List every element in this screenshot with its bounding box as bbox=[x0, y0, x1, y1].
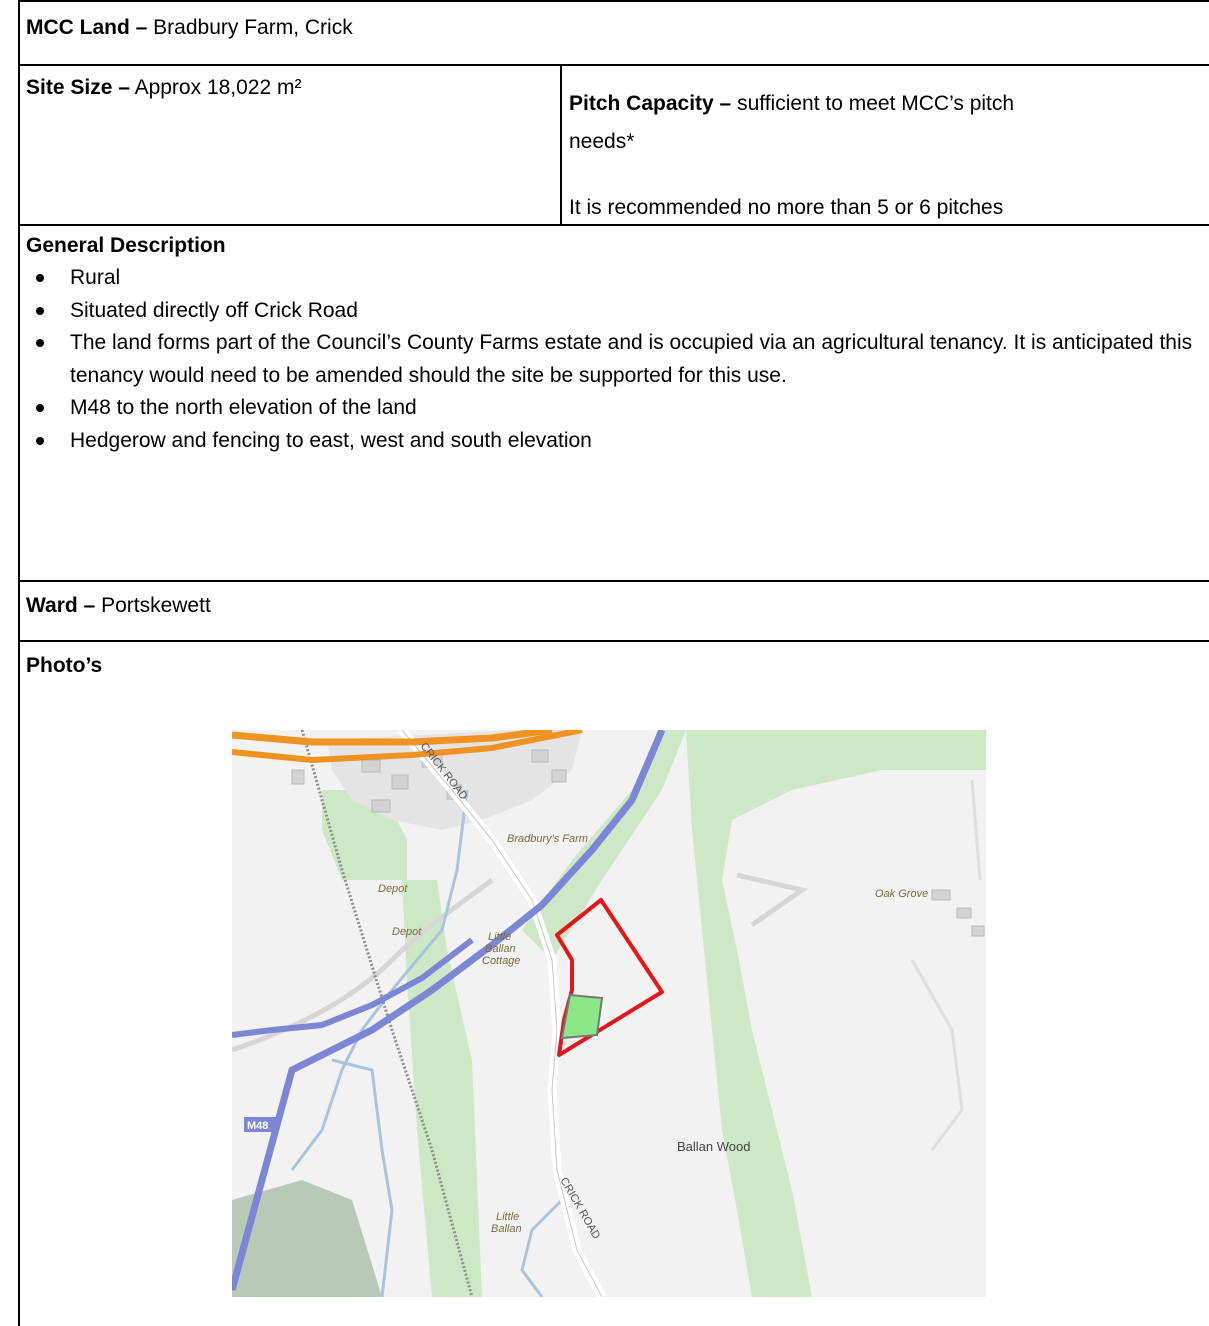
ward-value: Portskewett bbox=[95, 594, 211, 617]
map-label-motorway: M48 bbox=[247, 1120, 268, 1132]
list-item: Hedgerow and fencing to east, west and s… bbox=[36, 425, 1196, 458]
map-label-cottage-l2: Ballan bbox=[485, 943, 516, 955]
pitch-capacity-line2: needs* bbox=[569, 130, 635, 153]
list-item: M48 to the north elevation of the land bbox=[36, 392, 1196, 425]
building bbox=[956, 907, 972, 919]
map-label-farm: Bradbury's Farm bbox=[507, 833, 588, 845]
m48-shield bbox=[244, 1117, 278, 1132]
pitch-capacity-value: sufficient to meet MCC’s pitch bbox=[731, 92, 1015, 115]
building bbox=[361, 759, 381, 773]
map-label-little-ballan-l2: Ballan bbox=[491, 1223, 522, 1235]
row-divider-3 bbox=[18, 580, 1209, 582]
ward-label: Ward – bbox=[26, 594, 96, 617]
lane bbox=[910, 959, 964, 1151]
row-divider-2 bbox=[18, 224, 1209, 226]
woodland-area bbox=[232, 1180, 382, 1297]
building bbox=[371, 799, 391, 813]
site-title: MCC Land – Bradbury Farm, Crick bbox=[26, 14, 353, 42]
building bbox=[551, 769, 567, 783]
list-item: Situated directly off Crick Road bbox=[36, 295, 1196, 328]
map-label-depot1: Depot bbox=[378, 883, 408, 895]
railway bbox=[300, 730, 474, 1297]
map-label-ballan-wood: Ballan Wood bbox=[677, 1139, 750, 1154]
site-location-map: CRICK ROAD CRICK ROAD Bradbury's Farm De… bbox=[232, 730, 986, 1297]
list-item: The land forms part of the Council’s Cou… bbox=[36, 327, 1196, 392]
crick-road-edge bbox=[401, 730, 603, 1297]
stream bbox=[520, 1198, 564, 1297]
building bbox=[971, 925, 985, 937]
site-size: Site Size – Approx 18,022 m² bbox=[26, 74, 302, 102]
stream bbox=[290, 789, 469, 1171]
pitch-recommendation: It is recommended no more than 5 or 6 pi… bbox=[569, 196, 1004, 219]
site-title-label: MCC Land – bbox=[26, 16, 148, 39]
stream bbox=[331, 1058, 394, 1297]
lane bbox=[736, 872, 809, 928]
m48-motorway bbox=[232, 937, 474, 1038]
map-label-cottage-l3: Cottage bbox=[482, 955, 521, 967]
list-item: Rural bbox=[36, 262, 1196, 295]
orange-road bbox=[232, 730, 553, 746]
woodland-area bbox=[686, 730, 986, 1297]
lane bbox=[970, 779, 982, 881]
building bbox=[931, 889, 951, 901]
woodland-area bbox=[402, 880, 482, 1297]
row-divider-4 bbox=[18, 640, 1209, 642]
table-border-top bbox=[18, 0, 1209, 2]
site-size-label: Site Size – bbox=[26, 76, 130, 99]
woodland-area bbox=[522, 730, 686, 960]
ward: Ward – Portskewett bbox=[26, 592, 211, 620]
map-label-little-ballan-l1: Little bbox=[496, 1211, 519, 1223]
building bbox=[391, 774, 409, 790]
general-description-list: Rural Situated directly off Crick Road T… bbox=[36, 262, 1196, 457]
pitch-capacity-line1: Pitch Capacity – sufficient to meet MCC’… bbox=[569, 90, 1014, 118]
column-divider bbox=[560, 64, 562, 224]
map-label-oak-grove: Oak Grove bbox=[875, 888, 928, 900]
table-border-left bbox=[18, 0, 20, 1326]
m48-motorway bbox=[232, 730, 666, 1291]
building bbox=[291, 769, 305, 785]
general-description-heading: General Description bbox=[26, 234, 226, 257]
map-label-depot2: Depot bbox=[392, 926, 422, 938]
orange-road bbox=[232, 730, 583, 764]
photos-heading: Photo’s bbox=[26, 654, 103, 677]
pitch-capacity-label: Pitch Capacity – bbox=[569, 92, 732, 115]
site-size-value: Approx 18,022 m² bbox=[129, 76, 302, 99]
site-title-value: Bradbury Farm, Crick bbox=[147, 16, 353, 39]
building bbox=[531, 749, 549, 763]
site-highlight bbox=[560, 993, 604, 1040]
row-divider-1 bbox=[18, 64, 1209, 66]
map-label-cottage-l1: Little bbox=[488, 931, 511, 943]
